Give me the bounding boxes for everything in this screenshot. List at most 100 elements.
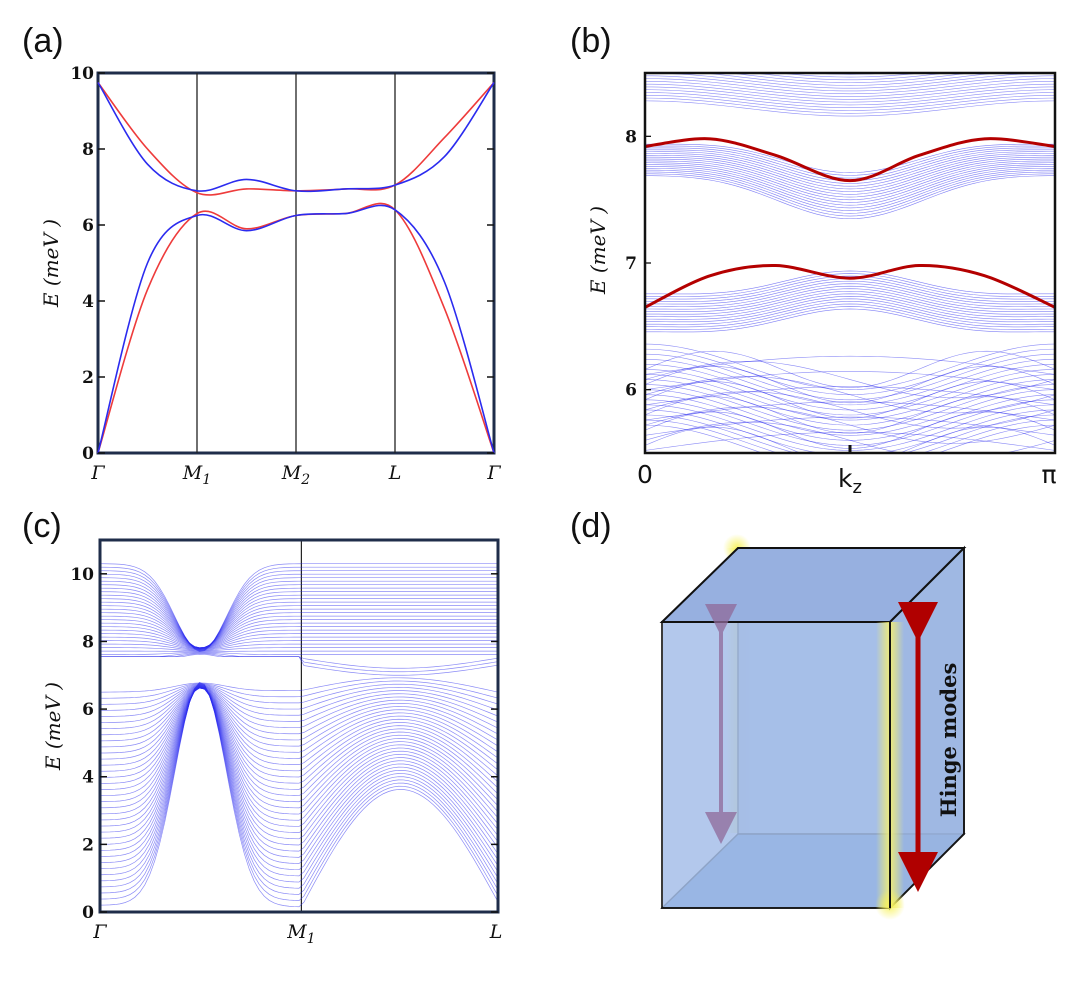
band-c-lower-20: [100, 687, 498, 784]
panel-label-a: (a): [22, 22, 64, 60]
bulk-b-bottom-14: [645, 396, 1055, 434]
bulk-b-low-14: [645, 273, 1055, 297]
band-c-lower-8: [100, 685, 498, 858]
x-tick-label-c-2: L: [489, 921, 503, 943]
y-tick-label-a-4: 8: [82, 140, 94, 160]
band-c-lower-32: [100, 684, 498, 711]
y-tick-label-a-5: 10: [70, 64, 94, 84]
band-c-lower-24: [100, 687, 498, 760]
bulk-b-mid-17: [645, 143, 1055, 173]
y-tick-label-b-2: 8: [625, 127, 637, 147]
band-c-lower-3: [100, 683, 498, 889]
band-c-upper-26: [100, 651, 498, 655]
x-tick-label-c-1: M1: [286, 921, 315, 947]
bulk-b-upper-14: [776, 73, 924, 78]
y-tick-label-c-4: 8: [82, 632, 94, 652]
band-c-lower-12: [100, 686, 498, 833]
band-c-lower-18: [100, 687, 498, 796]
band-c-upper-13: [100, 608, 498, 649]
bulk-b-upper-15: [807, 73, 893, 75]
band-c-lower-33: [100, 683, 498, 705]
y-axis-label-a: E (meV ): [39, 219, 63, 308]
bulk-b-upper-5: [645, 86, 1055, 103]
bulk-b-bottom-18: [645, 386, 1055, 406]
bulk-b-low-7: [645, 290, 1055, 315]
bulk-b-mid-0: [645, 175, 1055, 220]
band-c-upper-10: [100, 598, 498, 649]
bulk-b-bottom-33: [645, 343, 1055, 390]
edge-state-b-1: [645, 264, 1055, 309]
bulk-b-low-5: [645, 296, 1055, 320]
band-c-lower-31: [100, 684, 498, 717]
bulk-b-upper-12: [727, 73, 973, 83]
bulk-b-upper-9: [645, 75, 1055, 92]
panel-label-d: (d): [570, 507, 612, 545]
bulk-b-bottom-1: [645, 424, 1055, 453]
band-c-lower-28: [100, 685, 498, 736]
bulk-b-bottom-30: [645, 355, 1055, 375]
band-c-upper-12: [100, 605, 498, 649]
band-line-a-3: [97, 204, 495, 454]
bulk-b-bottom-0: [645, 431, 1055, 451]
x-tick-label-a-3: L: [388, 462, 402, 484]
bulk-b-mid-16: [645, 145, 1055, 176]
bulk-b-bottom-12: [645, 401, 1055, 421]
bulk-b-bottom-7: [645, 409, 1055, 453]
band-c-upper-28: [100, 653, 498, 673]
bulk-b-upper-10: [645, 73, 1055, 89]
band-c-lower-29: [100, 685, 498, 730]
y-axis-label-b: E (meV ): [586, 206, 610, 295]
bulk-b-bottom-23: [645, 369, 1055, 416]
y-tick-label-c-3: 6: [82, 700, 94, 720]
bulk-b-bottom-17: [645, 384, 1055, 431]
band-c-lower-19: [100, 687, 498, 790]
band-c-upper-4: [100, 577, 498, 650]
band-c-lower-0: [100, 681, 498, 908]
band-c-upper-19: [100, 629, 498, 650]
band-c-upper-14: [100, 612, 498, 649]
bulk-b-mid-7: [645, 162, 1055, 201]
bulk-b-upper-4: [645, 89, 1055, 106]
y-tick-label-a-3: 6: [82, 216, 94, 236]
bulk-b-mid-10: [645, 156, 1055, 192]
band-c-upper-24: [100, 647, 498, 652]
bulk-b-mid-8: [645, 160, 1055, 198]
panel-label-c: (c): [22, 507, 62, 545]
band-c-lower-34: [100, 680, 498, 699]
band-c-lower-14: [100, 687, 498, 821]
x-tick-label-a-0: Γ: [90, 462, 105, 484]
y-tick-label-c-0: 0: [82, 903, 94, 923]
band-c-lower-17: [100, 687, 498, 803]
bulk-b-upper-0: [645, 100, 1055, 117]
band-c-lower-4: [100, 684, 498, 883]
band-c-upper-20: [100, 633, 498, 650]
band-c-lower-1: [100, 682, 498, 901]
x-tick-label-a-4: Γ: [486, 462, 501, 484]
band-c-lower-27: [100, 686, 498, 742]
y-tick-label-b-1: 7: [625, 254, 637, 274]
band-c-lower-35: [100, 677, 498, 693]
bulk-b-mid-9: [645, 158, 1055, 195]
bulk-b-bottom-6: [645, 416, 1055, 436]
bulk-b-bottom-11: [645, 399, 1055, 446]
band-c-upper-6: [100, 584, 498, 650]
cube-front-face: [661, 621, 891, 909]
bulk-b-mid-6: [645, 164, 1055, 203]
band-c-lower-7: [100, 685, 498, 864]
bulk-b-mid-4: [645, 167, 1055, 209]
bulk-b-low-12: [645, 278, 1055, 302]
band-c-upper-16: [100, 619, 498, 649]
bulk-b-bottom-21: [645, 374, 1055, 421]
band-c-upper-29: [100, 653, 498, 676]
plot-frame-c: [98, 538, 500, 914]
bulk-b-upper-6: [645, 83, 1055, 100]
bulk-b-bottom-32: [645, 350, 1055, 388]
band-c-upper-0: [100, 563, 498, 652]
edge-state-b-0: [645, 137, 1055, 183]
bulk-b-bottom-15: [645, 389, 1055, 436]
x-tick-label-b-2: π: [1041, 460, 1056, 489]
bulk-b-bottom-20: [645, 381, 1055, 419]
y-tick-label-a-0: 0: [82, 444, 94, 464]
bulk-b-bottom-24: [645, 371, 1055, 390]
